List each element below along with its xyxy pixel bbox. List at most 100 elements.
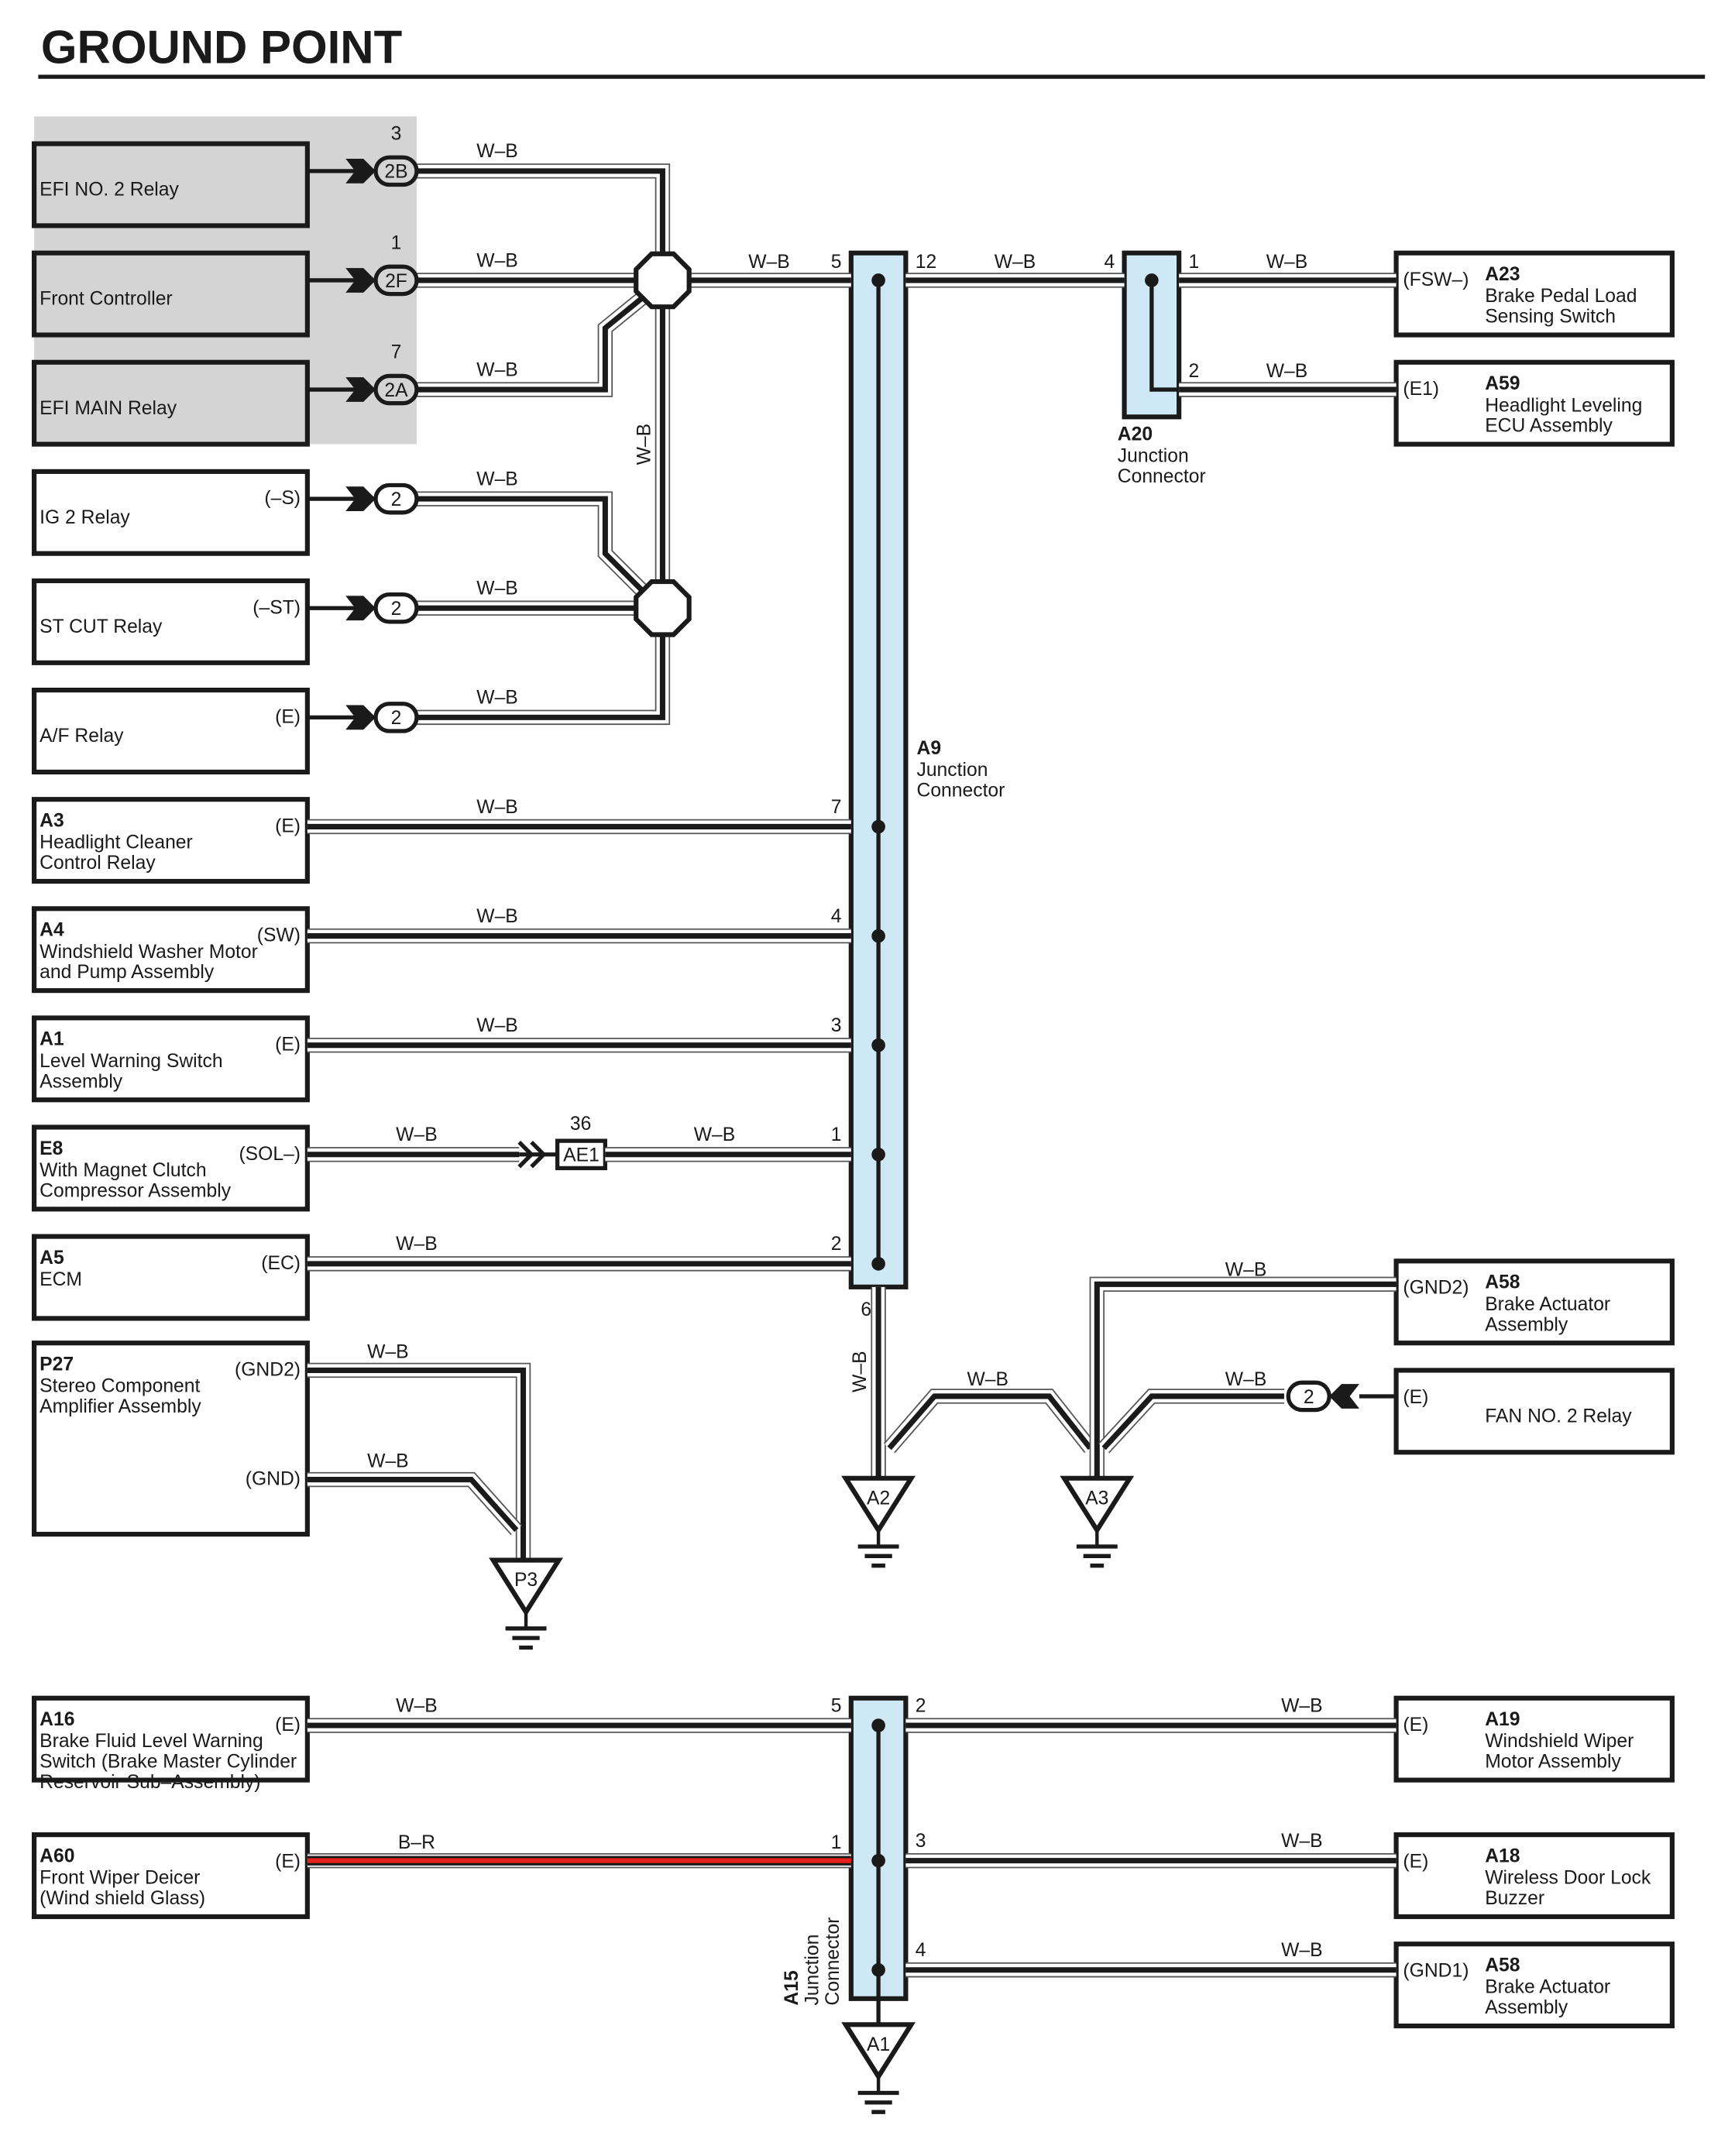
connector-5-label: 2 — [391, 708, 402, 729]
wire-color-label: W–B — [476, 250, 518, 271]
ground-a3-label: A3 — [1085, 1488, 1108, 1509]
component-name: Headlight Cleaner — [40, 833, 193, 853]
terminal-label: (FSW–) — [1403, 270, 1469, 290]
component-code: A16 — [40, 1709, 74, 1730]
wire-efi-no2-stroke — [416, 168, 665, 255]
wire-af-stroke — [416, 637, 665, 720]
wire-color-label: W–B — [396, 1695, 438, 1716]
wire-color-label: W–B — [1266, 252, 1308, 273]
component-name: Sensing Switch — [1485, 307, 1616, 328]
component-box — [1393, 250, 1675, 338]
terminal-label: (E) — [275, 1715, 301, 1735]
component-name: Brake Pedal Load — [1485, 286, 1637, 307]
terminal-label: (–S) — [264, 488, 301, 509]
arrow-icon — [345, 596, 376, 621]
component-code: A3 — [40, 810, 64, 831]
component-box — [32, 1124, 310, 1212]
arrow-icon — [345, 705, 376, 730]
pin-number: 2 — [831, 1234, 842, 1255]
component-name: Reservoir Sub–Assembly) — [40, 1772, 260, 1793]
a9-code: A9 — [916, 738, 941, 759]
wire-color-label: W–B — [476, 688, 518, 709]
connector-pin: 3 — [391, 123, 402, 144]
pin-number: 4 — [1105, 252, 1115, 273]
component-name: Level Warning Switch — [40, 1051, 222, 1072]
junction-dot — [871, 1257, 885, 1271]
connector-4 — [373, 592, 419, 624]
wire-color-label: W–B — [1281, 1831, 1323, 1852]
terminal-label: (GND2) — [1403, 1278, 1469, 1299]
component-name: ST CUT Relay — [40, 616, 163, 637]
terminal-label: (SOL–) — [239, 1144, 301, 1165]
terminal-label: (E) — [275, 706, 301, 727]
junction-dot — [871, 1962, 885, 1977]
terminal-label: (E) — [1403, 1715, 1428, 1735]
wire-p27-gnd2-stroke — [307, 1362, 531, 1560]
junction-dot — [871, 929, 885, 943]
junction-dot — [1145, 273, 1159, 287]
connector-fan-label: 2 — [1304, 1387, 1314, 1408]
component-name: Stereo Component — [40, 1376, 200, 1397]
wire-color-label: W–B — [476, 469, 518, 490]
component-name: (Wind shield Glass) — [40, 1888, 205, 1909]
connector-4-label: 2 — [391, 599, 402, 620]
component-box — [32, 469, 310, 556]
wire-a58-gnd2-stroke — [1094, 1281, 1397, 1478]
wire-color-label: W–B — [476, 1015, 518, 1036]
pin-number: 3 — [831, 1015, 842, 1036]
pin-number: 1 — [831, 1832, 842, 1853]
wire-af — [416, 637, 671, 726]
wire-color-label: B–R — [398, 1832, 435, 1853]
component-code: P27 — [40, 1354, 74, 1375]
component-name: Amplifier Assembly — [40, 1396, 201, 1417]
component-code: A5 — [40, 1248, 64, 1269]
component-box — [32, 906, 310, 994]
arrow-icon — [345, 268, 376, 293]
component-name: With Magnet Clutch — [40, 1160, 206, 1181]
wire-p27-gnd-stroke — [307, 1477, 519, 1533]
component-name: Assembly — [1485, 1314, 1568, 1335]
wire-ig2-stroke — [416, 496, 644, 592]
component-name: Front Wiper Deicer — [40, 1868, 200, 1889]
a20-label: Connector — [1118, 466, 1206, 487]
wire-color-label: W–B — [748, 252, 790, 273]
component-box — [1393, 1832, 1675, 1920]
wire-efi-main — [416, 292, 648, 397]
terminal-label: (SW) — [257, 925, 301, 946]
component-name: Brake Actuator — [1485, 1294, 1610, 1315]
ground-a3-triangle — [1060, 1475, 1135, 1535]
junction-dot — [871, 819, 885, 834]
connector-0-label: 2B — [384, 162, 407, 183]
wire-color-label: W–B — [634, 424, 655, 465]
a15-label: Junction — [802, 1935, 823, 2006]
a15-code: A15 — [782, 1970, 802, 2006]
wire-efi-no2-stroke — [416, 163, 671, 255]
ground-a2-triangle — [841, 1475, 916, 1535]
splice-bottom — [634, 578, 692, 637]
ground-p3-triangle — [489, 1557, 563, 1617]
component-name: Wireless Door Lock — [1485, 1868, 1651, 1889]
component-box — [1393, 1368, 1675, 1455]
component-code: A60 — [40, 1845, 74, 1866]
pin-number: 1 — [831, 1124, 842, 1145]
component-name: Motor Assembly — [1485, 1752, 1621, 1773]
component-code: A59 — [1485, 373, 1520, 394]
arrow-icon — [345, 158, 376, 184]
component-name: Compressor Assembly — [40, 1180, 232, 1201]
wire-color-label: W–B — [476, 578, 518, 599]
pin-number: 1 — [1188, 252, 1199, 273]
wire-color-label: W–B — [396, 1124, 438, 1145]
a9-label: Junction — [916, 760, 988, 781]
junction-dot — [871, 273, 885, 287]
terminal-label: (E) — [1403, 1387, 1428, 1408]
terminal-label: (E1) — [1403, 379, 1439, 400]
component-name: FAN NO. 2 Relay — [1485, 1406, 1632, 1426]
wire-p27-gnd2 — [307, 1362, 531, 1560]
component-name: Brake Actuator — [1485, 1977, 1610, 1998]
component-box — [32, 1015, 310, 1103]
component-box — [32, 1341, 310, 1537]
component-name: ECU Assembly — [1485, 416, 1613, 437]
component-name: EFI NO. 2 Relay — [40, 180, 179, 201]
wire-a2-to-a3-stroke — [887, 1393, 1093, 1450]
wire-color-label: W–B — [1266, 361, 1308, 382]
